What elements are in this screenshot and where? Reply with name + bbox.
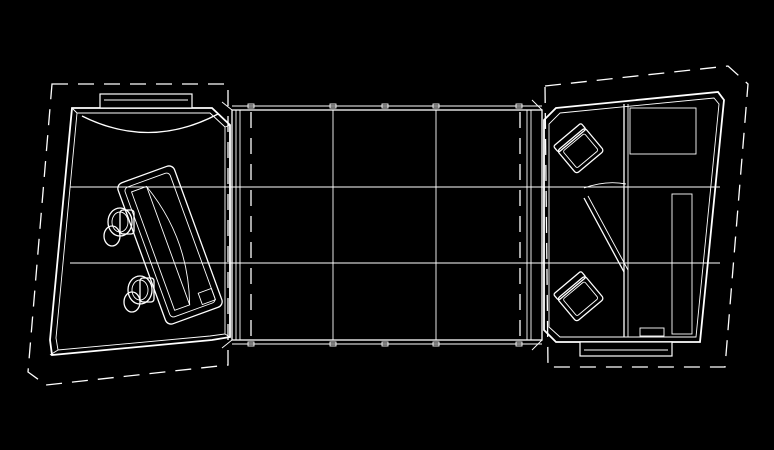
left-room-window-block [99,93,193,109]
operator-seat [103,207,135,247]
hall-outline [231,109,543,341]
floor-plate [639,327,665,337]
right-room [543,91,725,357]
left-room-outer-wall [49,107,231,356]
right-room-inner-wall [548,97,720,338]
central-grid-hall [70,99,720,351]
left-room-inner-wall [55,112,226,351]
right-room-dashed-boundary [544,65,749,368]
right-room-outer-wall [543,91,725,343]
projection-screen [81,113,219,134]
storage-unit [629,107,697,155]
armchair [553,123,604,174]
door-swing-arc [583,182,627,189]
cabinet [671,193,693,335]
control-console [117,165,223,325]
armchair [553,271,604,322]
left-room [49,93,231,356]
grid-lines [70,110,720,340]
left-room-dashed-boundary [27,83,229,386]
door-leaf [583,197,625,273]
operator-seat [123,275,155,313]
right-room-window-block [579,341,673,357]
hall-connector-marks [247,103,523,347]
